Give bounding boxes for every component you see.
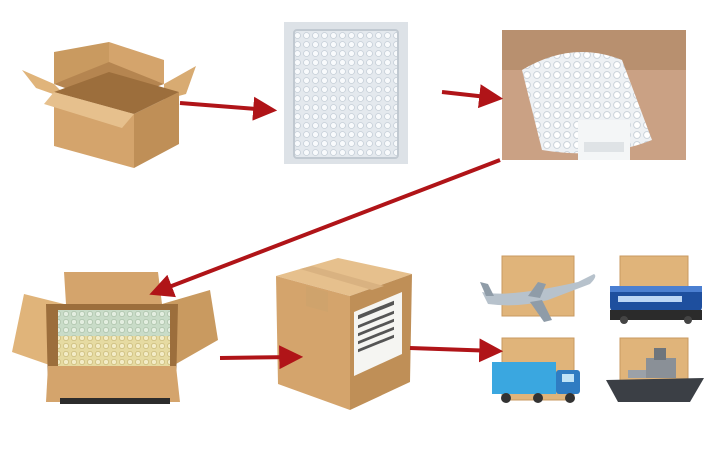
open-box-icon (22, 42, 196, 168)
sealed-box-icon (276, 258, 412, 410)
arrow-bag-to-roll (441, 84, 504, 109)
packed-box-icon (12, 272, 218, 404)
bubble-bag-image (284, 22, 408, 164)
shipping-icons (480, 255, 704, 403)
truck-icon (492, 362, 580, 403)
bubble-roll-icon (502, 30, 686, 160)
bubble-roll-image (502, 30, 686, 160)
bubble-bag-icon (284, 22, 408, 164)
packed-carton-image (6, 270, 221, 408)
shipping-label (358, 300, 394, 353)
empty-carton-image (14, 40, 204, 170)
train-icon (610, 286, 702, 324)
ship-icon (606, 348, 704, 402)
shipping-methods-image (478, 252, 708, 412)
sealed-carton-image (272, 254, 418, 414)
